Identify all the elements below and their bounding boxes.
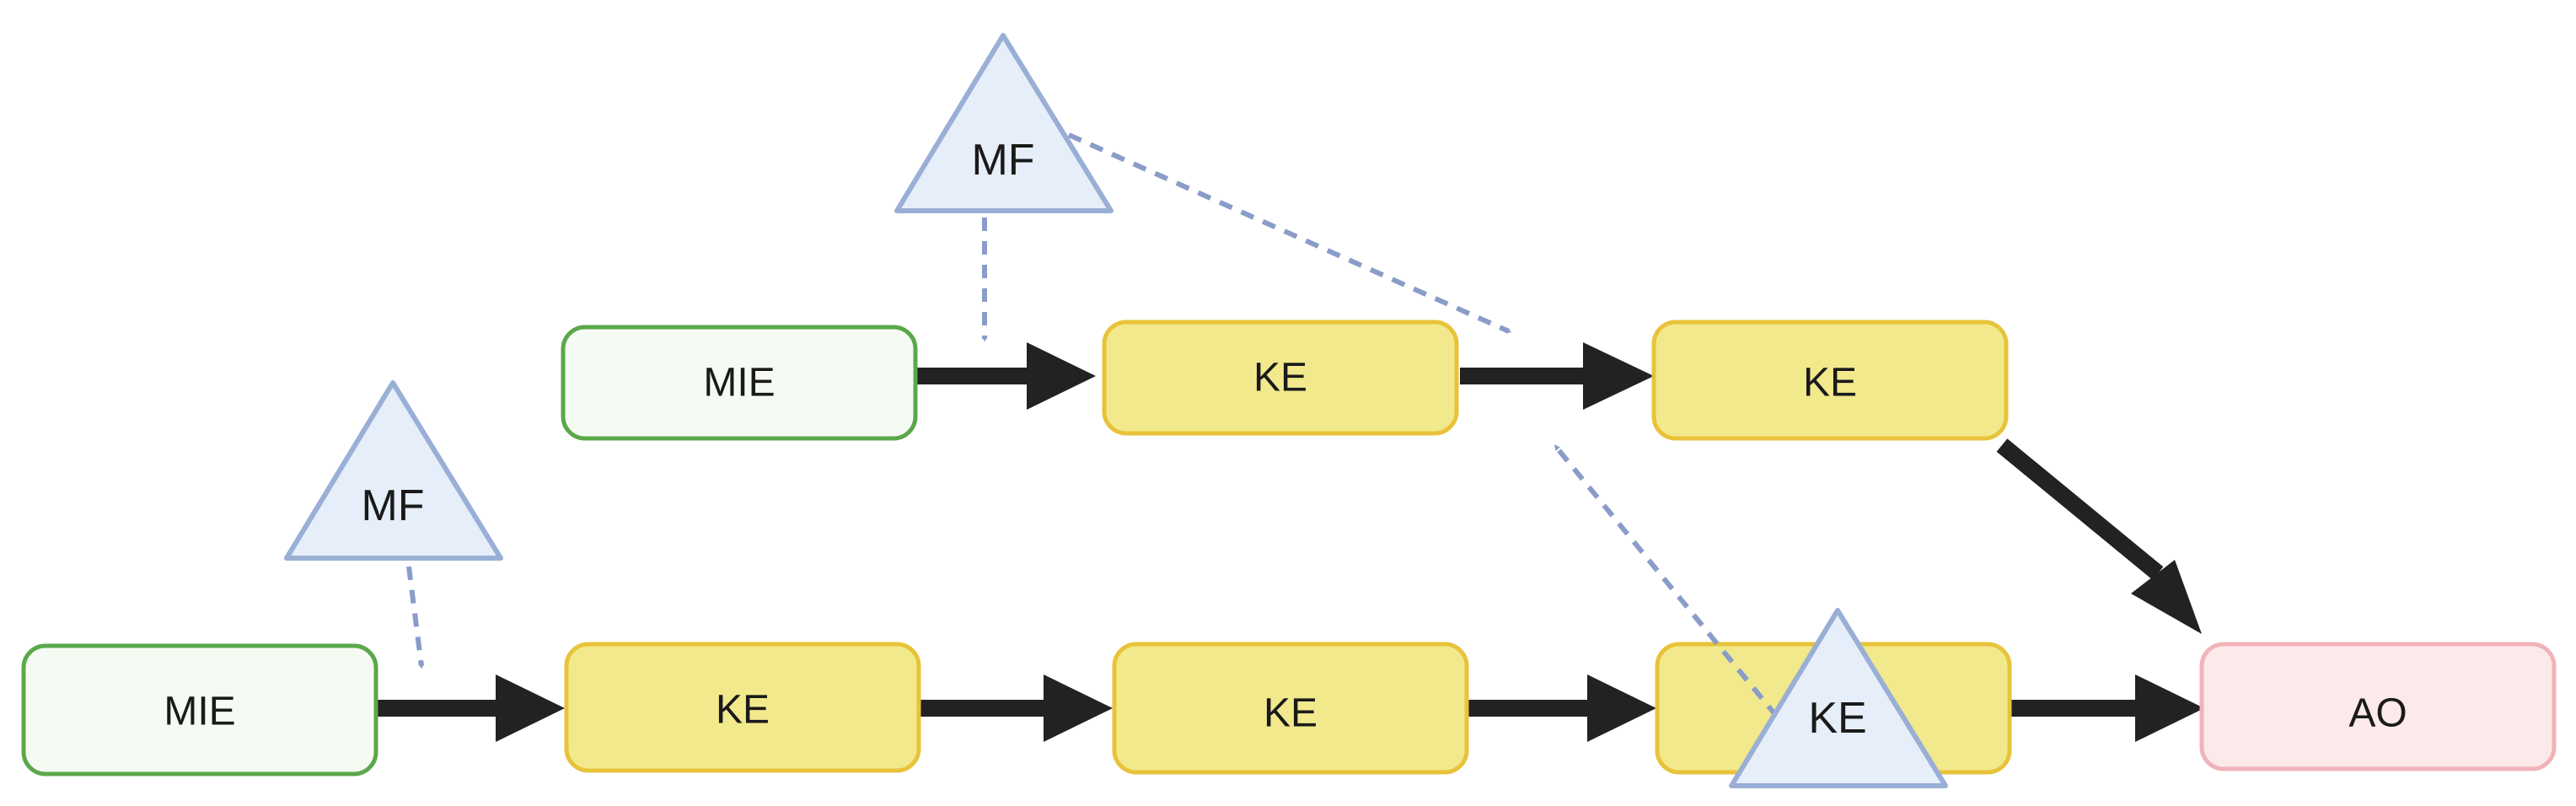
solid-arrows (378, 342, 2204, 742)
bottom-ke-box-1: KE (564, 642, 921, 773)
dashed-arrow-left-mf-down (406, 566, 425, 669)
bottom-ke-triangle-label: KE (1808, 694, 1866, 743)
top-mie-box: MIE (561, 325, 918, 441)
ao-label: AO (2348, 691, 2407, 736)
bottom-ke-triangle: KE (1729, 608, 1948, 788)
dashed-arrow-top-mf-diagonal (1067, 132, 1512, 334)
arrow-bottom-ke-to-ke-1 (919, 674, 1113, 742)
top-ke-box-1: KE (1102, 320, 1459, 436)
left-mf-triangle: MF (284, 380, 503, 561)
arrow-bottom-ke-to-ke-2 (1467, 674, 1656, 742)
arrow-bottom-ke-to-ao (2010, 674, 2204, 742)
bottom-mie-box: MIE (21, 643, 378, 776)
left-mf-label: MF (361, 481, 424, 530)
dashed-arrows (406, 132, 1779, 718)
top-ke-2-label: KE (1803, 361, 1857, 406)
arrow-bottom-mie-to-ke (378, 674, 565, 742)
top-ke-1-label: KE (1253, 356, 1307, 400)
ao-box: AO (2199, 642, 2557, 771)
bottom-ke-1-label: KE (716, 688, 770, 733)
arrow-top-ke-to-ao (1996, 438, 2202, 634)
bottom-ke-2-label: KE (1264, 691, 1318, 736)
bottom-mie-label: MIE (164, 690, 235, 734)
dashed-arrow-ke-triangle-up (1554, 444, 1779, 718)
top-ke-box-2: KE (1651, 320, 2009, 441)
top-mf-triangle: MF (894, 33, 1114, 213)
top-mie-label: MIE (703, 361, 775, 406)
top-mf-label: MF (971, 136, 1034, 185)
bottom-ke-box-2: KE (1112, 642, 1469, 775)
arrow-top-mie-to-ke (916, 342, 1096, 410)
arrow-top-ke-to-ke (1460, 342, 1654, 410)
